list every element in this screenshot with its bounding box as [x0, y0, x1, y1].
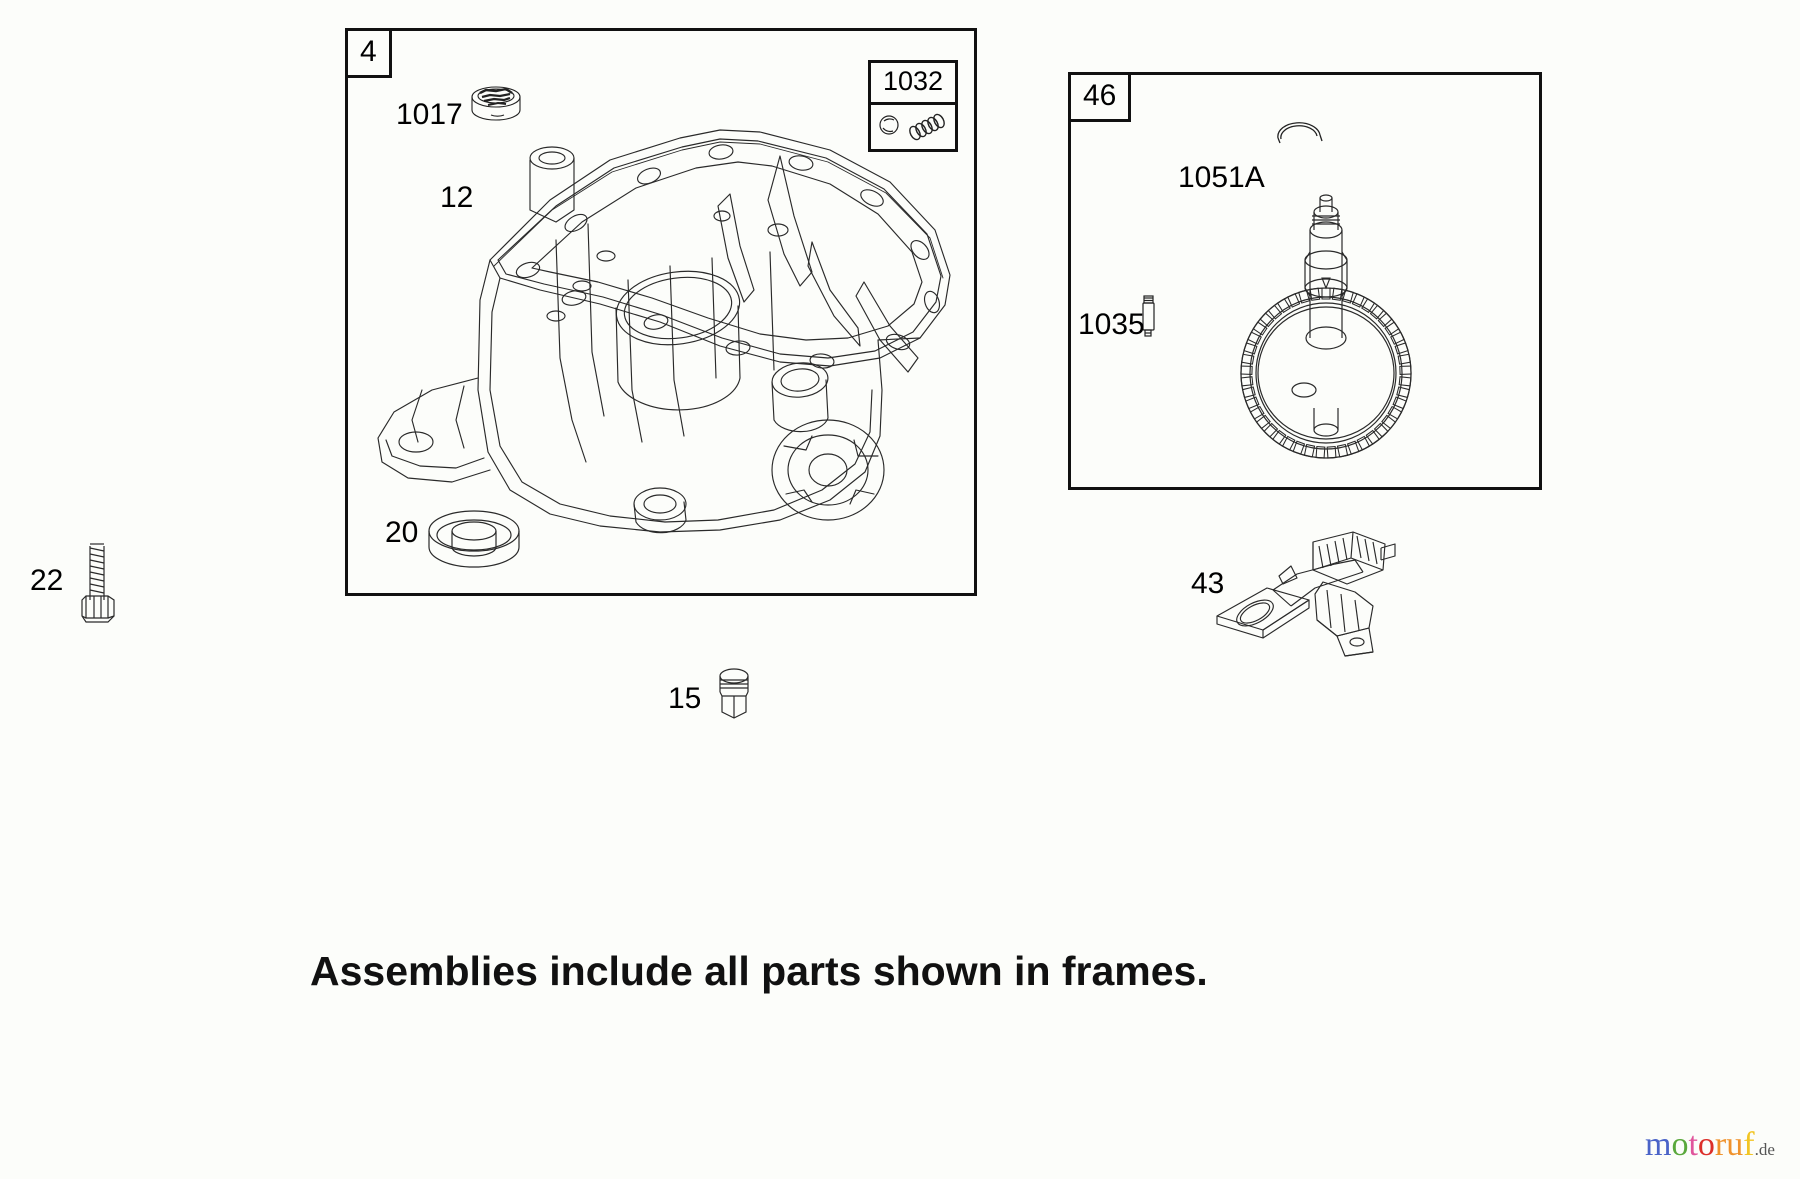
inset-1032-label: 1032 [871, 63, 955, 105]
threaded-plug-art [712, 666, 756, 726]
motoruf-watermark: motoruf.de [1645, 1128, 1775, 1162]
frame-46-tag: 46 [1068, 72, 1132, 122]
crankcase-sump-art [360, 90, 960, 560]
inset-1032-contents [871, 105, 955, 149]
part-label-43: 43 [1191, 567, 1225, 600]
wm-letter-r: r [1714, 1126, 1727, 1163]
oil-fill-cap-art [466, 82, 526, 134]
part-label-1035: 1035 [1078, 308, 1145, 341]
wm-letter-u: u [1726, 1126, 1744, 1163]
frame-4: 4 [345, 28, 977, 596]
part-label-22: 22 [30, 564, 64, 597]
oil-seal-art [424, 505, 524, 575]
frame-4-tag: 4 [345, 28, 392, 78]
wm-letter-f: f [1743, 1126, 1755, 1163]
retaining-clip-art [1272, 118, 1328, 152]
wm-letter-o2: o [1697, 1126, 1715, 1163]
part-label-12: 12 [440, 181, 474, 214]
page-caption: Assemblies include all parts shown in fr… [310, 948, 1208, 994]
valve-tappet-art [1138, 292, 1160, 342]
hex-head-bolt-art [76, 538, 120, 630]
part-label-1017: 1017 [396, 98, 463, 131]
wm-letter-t: t [1688, 1126, 1698, 1163]
camshaft-gear-art [1208, 168, 1448, 468]
wm-suffix: .de [1754, 1140, 1775, 1159]
inset-1032: 1032 [868, 60, 958, 152]
breather-assembly-art [1205, 530, 1396, 670]
wm-letter-m: m [1645, 1126, 1672, 1163]
frame-46: 46 [1068, 72, 1542, 490]
wm-letter-o1: o [1671, 1126, 1689, 1163]
part-label-15: 15 [668, 682, 702, 715]
part-label-20: 20 [385, 516, 419, 549]
part-label-1051A: 1051A [1178, 161, 1265, 194]
